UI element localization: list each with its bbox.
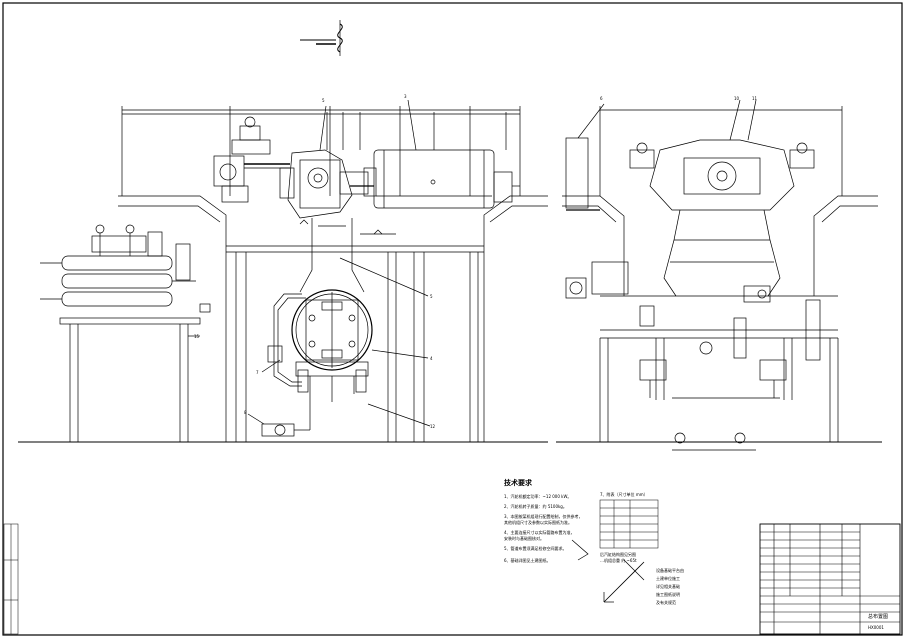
callout-item-11: 11 bbox=[752, 96, 758, 101]
diag-note-line: 及有关规范 bbox=[656, 600, 676, 605]
right-elevation-view bbox=[556, 99, 882, 451]
callout-item-10: 10 bbox=[734, 96, 740, 101]
callout-item-5: 5 bbox=[322, 98, 325, 103]
left-elevation-view bbox=[18, 99, 548, 443]
callout-item-12: 12 bbox=[430, 424, 436, 429]
tech-note-line: 1、汽轮机额定功率：~12 000 kW。 bbox=[504, 494, 572, 499]
callout-item-7: 7 bbox=[256, 370, 259, 375]
tech-note-line: 安装时与基础图核对。 bbox=[504, 536, 544, 541]
drawing-code: HX0001 bbox=[868, 625, 884, 630]
orientation-mark bbox=[300, 20, 343, 56]
callout-item-3: 3 bbox=[404, 94, 407, 99]
diag-note-line: 详见相关基础 bbox=[656, 584, 680, 589]
tech-note-line: 4、主要连接尺寸以实际管路布置为准， bbox=[504, 530, 575, 535]
tech-notes-right-title: 7、附表（尺寸单位 mm） bbox=[600, 492, 648, 497]
tech-note-line: 3、本图按某机组现行配置绘制，仅供参考， bbox=[504, 514, 583, 519]
callout-item-4: 4 bbox=[430, 356, 433, 361]
mid-note-line: …机组总重 约 ~65t bbox=[600, 558, 637, 563]
callout-item-15: 15 bbox=[194, 334, 200, 339]
tech-notes-title: 技术要求 bbox=[504, 479, 532, 487]
mid-note-line: 后汽缸结构图见另图 bbox=[600, 552, 636, 557]
callout-item-6: 6 bbox=[600, 96, 603, 101]
diag-note-line: 土建单位施工 bbox=[656, 576, 680, 581]
level-arrow-sketch bbox=[571, 539, 645, 603]
spec-table bbox=[599, 499, 659, 549]
drawing-name: 总布置图 bbox=[868, 614, 889, 620]
tech-note-line: 6、基础详图见土建图纸。 bbox=[504, 558, 551, 563]
diag-note-line: 设备基础平台由 bbox=[656, 568, 684, 573]
callout-item-5b: 5 bbox=[430, 294, 433, 299]
side-revision-strip bbox=[3, 523, 19, 635]
tech-note-line: 2、汽轮机转子质量：约 5100kg。 bbox=[504, 504, 567, 509]
callout-item-8: 8 bbox=[244, 410, 247, 415]
tech-note-line: 5、管道布置须满足检修空间要求。 bbox=[504, 546, 567, 551]
tech-note-line: 其他机组尺寸及参数以实际图纸为准。 bbox=[504, 520, 572, 525]
diag-note-line: 施工图纸说明 bbox=[656, 592, 680, 597]
title-block bbox=[759, 523, 901, 635]
